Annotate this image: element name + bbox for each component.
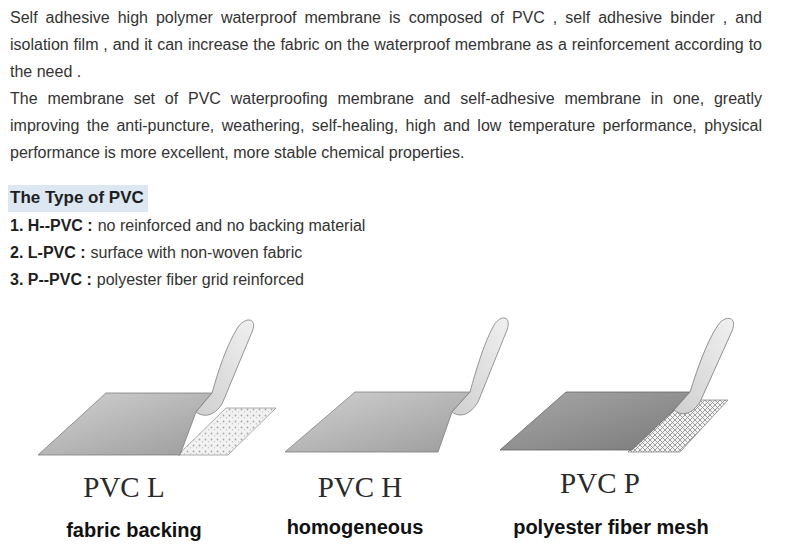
type-description: polyester fiber grid reinforced <box>97 271 304 288</box>
product-code: PVC L <box>4 470 244 504</box>
pvc-l-sheet <box>38 320 276 455</box>
section-heading: The Type of PVC <box>8 185 148 212</box>
type-code: 3. P--PVC : <box>10 271 92 288</box>
type-list-item: 3. P--PVC : polyester fiber grid reinforc… <box>10 266 304 293</box>
product-caption: fabric backing <box>4 517 264 543</box>
intro-paragraph: The membrane set of PVC waterproofing me… <box>10 85 762 166</box>
pvc-p-sheet <box>500 318 734 452</box>
product-code: PVC P <box>480 466 720 500</box>
type-code: 2. L-PVC : <box>10 244 86 261</box>
type-code: 1. H--PVC : <box>10 217 93 234</box>
type-description: no reinforced and no backing material <box>98 217 366 234</box>
product-caption: homogeneous <box>225 514 485 540</box>
product-code: PVC H <box>240 470 480 504</box>
type-list-item: 1. H--PVC : no reinforced and no backing … <box>10 212 365 239</box>
type-list-item: 2. L-PVC : surface with non-woven fabric <box>10 239 302 266</box>
pvc-h-sheet <box>285 318 508 452</box>
intro-paragraph: Self adhesive high polymer waterproof me… <box>10 4 762 85</box>
type-description: surface with non-woven fabric <box>91 244 303 261</box>
product-caption: polyester fiber mesh <box>481 514 741 540</box>
